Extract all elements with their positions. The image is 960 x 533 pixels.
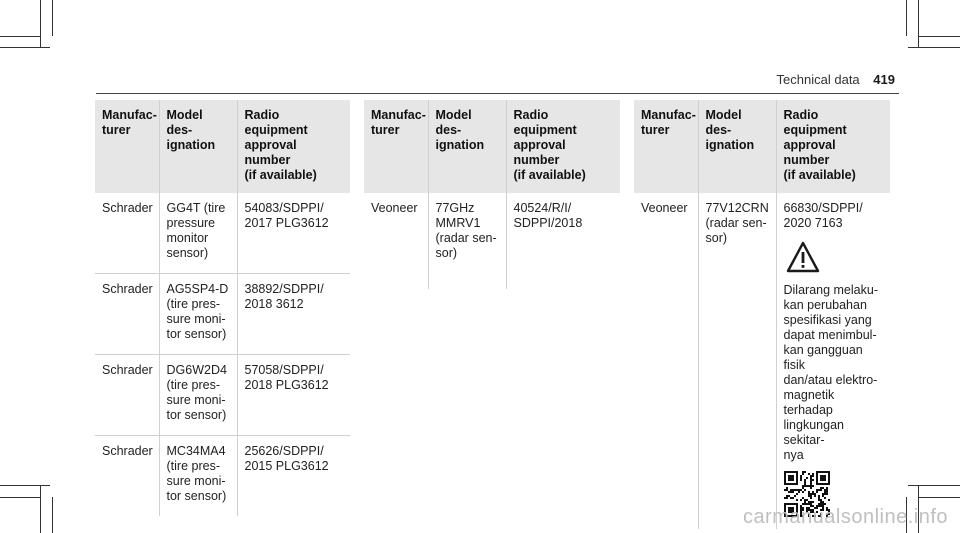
table-header-row: Manufac- turer Model des- ignation Radio… xyxy=(634,100,890,193)
warning-text: Dilarang melaku- kan perubahan spesifika… xyxy=(783,283,878,462)
qr-code-icon xyxy=(783,471,830,517)
cell-model: DG6W2D4 (tire pres- sure moni- tor senso… xyxy=(158,354,237,436)
cell-model: 77V12CRN (radar sen- sor) xyxy=(697,193,776,529)
col-approval-number: Radio equipment approval number (if avai… xyxy=(775,100,890,193)
crop-mark xyxy=(906,0,907,36)
crop-mark xyxy=(908,47,960,48)
cell-model: 77GHz MMRV1 (radar sen- sor) xyxy=(427,193,506,289)
watermark: carmanualsonline.info xyxy=(742,506,948,528)
radio-approval-table-2: Manufac- turer Model des- ignation Radio… xyxy=(364,100,620,289)
warning-triangle-icon xyxy=(786,241,819,273)
cell-approval-number: 54083/SDPPI/ 2017 PLG3612 xyxy=(236,193,350,274)
col-approval-number: Radio equipment approval number (if avai… xyxy=(236,100,350,193)
cell-approval-number: 38892/SDPPI/ 2018 3612 xyxy=(236,273,350,355)
col-model: Model des- ignation xyxy=(427,100,506,193)
table-row: Veoneer 77GHz MMRV1 (radar sen- sor) 405… xyxy=(364,193,620,289)
crop-mark xyxy=(0,497,41,498)
col-model: Model des- ignation xyxy=(697,100,776,193)
page-title: Technical data xyxy=(776,72,860,87)
table-row: Schrader GG4T (tire pressure monitor sen… xyxy=(95,193,350,274)
table-header-row: Manufac- turer Model des- ignation Radio… xyxy=(364,100,620,193)
cell-manufacturer: Schrader xyxy=(95,354,159,436)
table-row: Veoneer 77V12CRN (radar sen- sor) 66830/… xyxy=(634,193,890,529)
cell-manufacturer: Veoneer xyxy=(371,201,418,215)
cell-approval-number: 40524/R/I/ SDPPI/2018 xyxy=(505,193,620,289)
cell-approval-number: 66830/SDPPI/ 2020 7163 Dilarang melaku- … xyxy=(775,193,890,529)
col-model: Model des- ignation xyxy=(158,100,237,193)
crop-mark xyxy=(908,485,960,486)
table-row: Schrader AG5SP4-D (tire pres- sure moni-… xyxy=(95,273,350,355)
crop-mark xyxy=(906,497,907,533)
crop-mark xyxy=(40,485,41,533)
cell-manufacturer: Schrader xyxy=(95,273,159,355)
col-manufacturer: Manufac- turer xyxy=(95,100,159,193)
cell-manufacturer: Schrader xyxy=(95,193,159,274)
header-rule xyxy=(96,93,899,94)
crop-mark xyxy=(0,47,50,48)
crop-mark xyxy=(52,497,53,533)
crop-mark xyxy=(0,485,50,486)
cell-model: GG4T (tire pressure monitor sensor) xyxy=(158,193,237,274)
radio-approval-table-3: Manufac- turer Model des- ignation Radio… xyxy=(634,100,890,529)
table-header-row: Manufac- turer Model des- ignation Radio… xyxy=(95,100,350,193)
col-manufacturer: Manufac- turer xyxy=(364,100,428,193)
cell-approval-number: 57058/SDPPI/ 2018 PLG3612 xyxy=(236,354,350,436)
crop-mark xyxy=(918,497,960,498)
crop-mark xyxy=(918,36,960,37)
table-row: Schrader DG6W2D4 (tire pres- sure moni- … xyxy=(95,354,350,436)
col-manufacturer: Manufac- turer xyxy=(634,100,698,193)
crop-mark xyxy=(918,485,919,533)
cell-model: AG5SP4-D (tire pres- sure moni- tor sens… xyxy=(158,273,237,355)
cell-approval-number: 25626/SDPPI/ 2015 PLG3612 xyxy=(236,435,350,516)
crop-mark xyxy=(0,36,41,37)
cell-manufacturer: Schrader xyxy=(102,444,153,458)
crop-mark xyxy=(918,0,919,48)
table-row: Schrader MC34MA4 (tire pres- sure moni- … xyxy=(95,435,350,516)
cell-model: MC34MA4 (tire pres- sure moni- tor senso… xyxy=(158,435,237,516)
cell-manufacturer: Veoneer xyxy=(641,201,688,215)
col-approval-number: Radio equipment approval number (if avai… xyxy=(505,100,620,193)
page-number: 419 xyxy=(873,72,895,87)
crop-mark xyxy=(40,0,41,48)
radio-approval-table-1: Manufac- turer Model des- ignation Radio… xyxy=(95,100,350,516)
crop-mark xyxy=(52,0,53,36)
page-header: Technical data 419 xyxy=(777,72,895,87)
